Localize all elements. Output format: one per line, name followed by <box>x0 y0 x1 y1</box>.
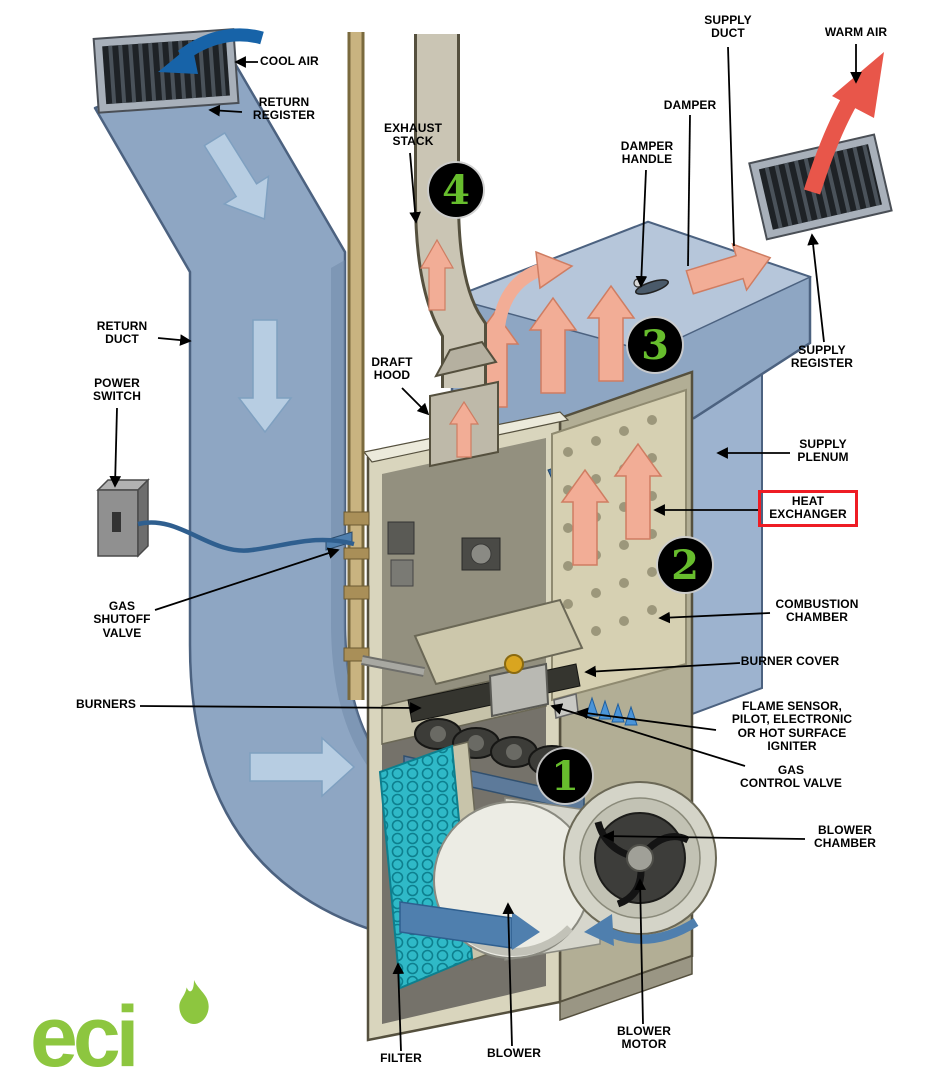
leader-damper <box>687 114 691 267</box>
label-combustion-chamber: COMBUSTION CHAMBER <box>775 597 859 625</box>
leader-return-duct <box>157 334 192 346</box>
gas-valve-knob <box>504 654 524 674</box>
burner-cover-panel <box>413 598 584 686</box>
exhaust-flow-arrow <box>419 238 455 311</box>
burner-assembly <box>403 598 638 813</box>
leader-draft-hood <box>401 387 430 416</box>
leader-blower-chamber <box>602 830 806 842</box>
leader-gas-shutoff-valve <box>154 547 340 611</box>
warm-airflow-arrow <box>613 442 663 540</box>
leader-power-switch <box>109 407 122 488</box>
warm-airflow-arrow <box>448 400 480 458</box>
leader-supply-duct <box>727 46 735 247</box>
return-duct-shape <box>93 53 550 957</box>
leader-flame-sensor <box>576 707 717 731</box>
label-damper: DAMPER <box>663 98 717 112</box>
chamber-intake-arrow <box>601 918 699 944</box>
warm-airflow-arrows <box>470 242 772 408</box>
gas-control-valve-body <box>488 662 550 718</box>
leader-blower <box>502 902 515 1047</box>
cool-air-entry-arrowhead <box>158 44 198 74</box>
label-damper-handle: DAMPER HANDLE <box>620 139 674 167</box>
step-badge-3: 3 <box>628 318 682 372</box>
leader-damper-handle <box>635 169 648 288</box>
label-burner-cover: BURNER COVER <box>740 654 840 668</box>
chamber-intake-arrowhead <box>584 914 614 946</box>
leader-return-register <box>208 104 243 117</box>
leader-gas-control-valve <box>550 703 746 767</box>
power-cord <box>137 520 355 553</box>
eci-logo: eci <box>30 980 230 1077</box>
step-badge-1: 1 <box>538 749 592 803</box>
warm-airflow-arrow <box>560 468 610 566</box>
leader-lines <box>109 44 862 1052</box>
leader-exhaust-stack <box>409 152 421 224</box>
label-return-duct: RETURN DUCT <box>96 319 148 347</box>
label-return-register: RETURN REGISTER <box>252 95 316 123</box>
label-power-switch: POWER SWITCH <box>93 376 141 404</box>
flame-icon <box>179 980 209 1024</box>
leader-filter <box>392 962 405 1052</box>
label-supply-duct: SUPPLY DUCT <box>704 13 752 41</box>
label-heat-exchanger: HEAT EXCHANGER <box>758 490 858 527</box>
label-warm-air: WARM AIR <box>824 25 888 39</box>
cool-airflow-arrow <box>237 319 293 434</box>
label-blower: BLOWER <box>487 1046 541 1060</box>
transformer-coil <box>470 543 492 565</box>
label-burners: BURNERS <box>75 697 137 711</box>
leader-burner-cover <box>584 662 741 678</box>
damper-plate <box>635 279 669 295</box>
leader-combustion-chamber <box>658 611 771 624</box>
step-badge-4: 4 <box>429 163 483 217</box>
control-box <box>387 521 415 555</box>
motor-hub <box>626 844 654 872</box>
warm-airflow-curved-arrowhead <box>535 250 574 290</box>
label-draft-hood: DRAFT HOOD <box>371 355 413 383</box>
label-filter: FILTER <box>380 1051 422 1065</box>
label-supply-plenum: SUPPLY PLENUM <box>797 437 849 465</box>
cool-airflow-arrow <box>203 131 270 221</box>
power-switch-shape <box>96 478 150 558</box>
control-box <box>390 559 414 587</box>
label-blower-chamber: BLOWER CHAMBER <box>813 823 877 851</box>
warm-air-exit-arrow <box>803 95 858 195</box>
label-blower-motor: BLOWER MOTOR <box>617 1024 671 1052</box>
warm-airflow-curved-arrow <box>491 263 543 333</box>
return-air-strip-arrowhead <box>512 912 540 950</box>
label-gas-shutoff-valve: GAS SHUTOFF VALVE <box>93 599 151 640</box>
step-badge-2: 2 <box>658 538 712 592</box>
label-exhaust-stack: EXHAUST STACK <box>383 121 443 149</box>
warm-air-exit-arrowhead <box>832 52 884 118</box>
eci-logo-text: eci <box>30 989 140 1077</box>
label-cool-air: COOL AIR <box>260 54 319 68</box>
leader-burners <box>139 702 422 714</box>
label-flame-sensor: FLAME SENSOR, PILOT, ELECTRONIC OR HOT S… <box>731 699 853 754</box>
blower-chamber-shape <box>563 781 717 946</box>
cool-airflow-arrow <box>249 736 356 798</box>
heat-exchanger-panel <box>551 388 687 702</box>
supply-register-grille <box>748 133 893 241</box>
leader-blower-motor <box>634 878 647 1025</box>
draft-hood-shape <box>429 340 499 468</box>
switch-toggle <box>112 512 121 532</box>
leader-supply-register <box>807 233 825 343</box>
label-supply-register: SUPPLY REGISTER <box>790 343 854 371</box>
label-gas-control-valve: GAS CONTROL VALVE <box>740 763 842 791</box>
